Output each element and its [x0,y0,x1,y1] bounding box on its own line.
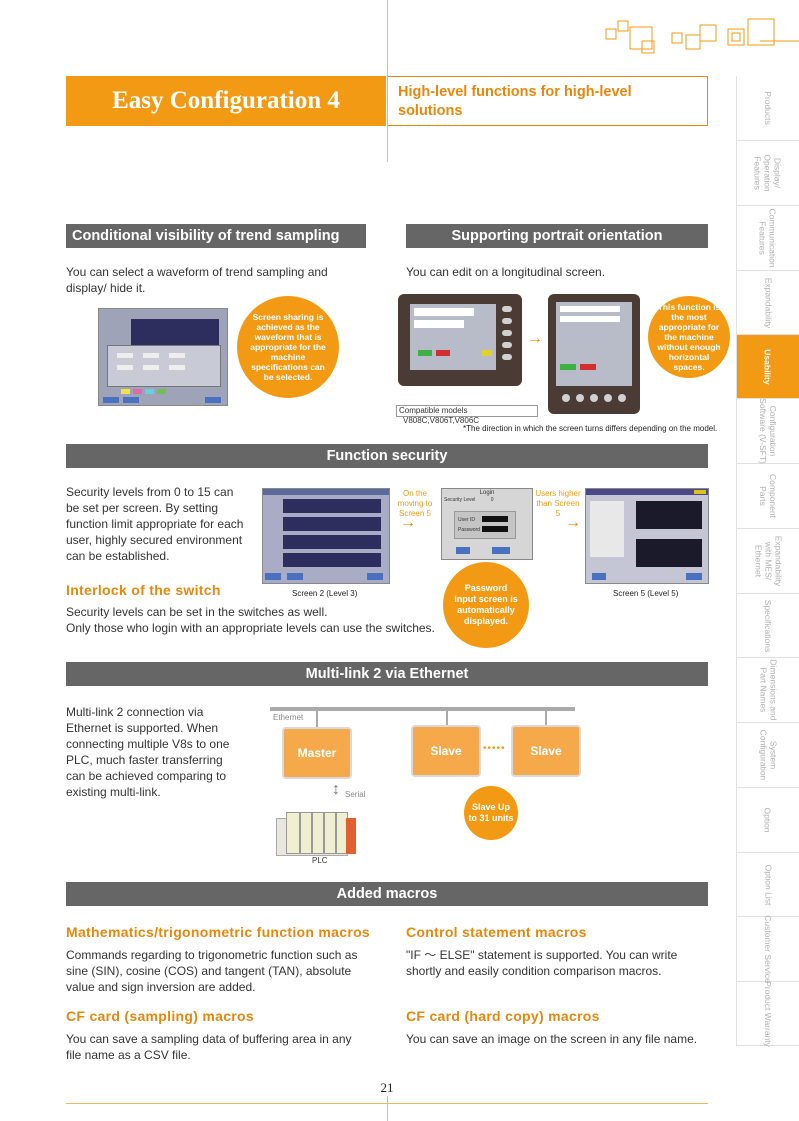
plc-image [276,808,358,856]
slave-dots: ••••• [483,743,506,754]
sidebar-tab-specifications[interactable]: Specifications [737,594,799,658]
portrait-text: You can edit on a longitudinal screen. [406,265,606,279]
security-heading: Function security [66,444,708,468]
slave2-device: Slave [511,725,581,777]
sidebar-tab-configuration-software[interactable]: Configuration Software (V-SFT) [737,398,799,464]
master-device: Master [282,727,352,779]
login-user-label: User ID [458,517,475,523]
control-macros-heading: Control statement macros [406,924,587,940]
compatible-models-box: Compatible models V808C,V806T,V806C [396,405,538,425]
sidebar-tab-expandability[interactable]: Expandability [737,271,799,335]
security-badge: Password input screen is automatically d… [443,562,529,648]
trend-text: You can select a waveform of trend sampl… [66,265,328,295]
sidebar-tab-communication[interactable]: Communication Features [737,206,799,271]
multilink-heading: Multi-link 2 via Ethernet [66,662,708,686]
portrait-heading: Supporting portrait orientation [406,224,708,248]
page-title: Easy Configuration 4 [66,76,386,126]
screen2-image [262,488,390,584]
login-level-label: Security Level [444,497,476,503]
multilink-text: Multi-link 2 connection via Ethernet is … [66,705,230,799]
math-macros-heading: Mathematics/trigonometric function macro… [66,924,371,940]
compatible-models-value: V808C,V806T,V806C [403,416,480,425]
sidebar-tab-mes-ethernet[interactable]: Expandability with MES/ Ethernet [737,529,799,594]
sidebar-tab-option-list[interactable]: Option List [737,853,799,917]
sidebar-tab-customer-service[interactable]: Customer Service [737,915,799,983]
page-number: 21 [380,1080,394,1095]
sidebar [736,76,799,1046]
trend-heading: Conditional visibility of trend sampling… [66,224,366,268]
portrait-arrow-icon: → [527,330,543,347]
footer-vline [387,1096,388,1121]
header-divider-line [387,0,388,162]
login-level-value: 0 [490,497,494,503]
portrait-device-image [548,294,640,414]
interlock-text-1: Security levels can be set in the switch… [66,605,328,619]
login-title: Login [479,490,495,496]
cf-hardcopy-heading: CF card (hard copy) macros [406,1008,600,1024]
ethernet-line [270,707,575,711]
cf-sampling-text: You can save a sampling data of bufferin… [66,1032,352,1062]
security-text: Security levels from 0 to 15 can be set … [66,485,244,563]
control-macros-text: "IF ～ ELSE" statement is supported. You … [406,948,678,978]
sidebar-tab-system-configuration[interactable]: System Configuration [737,723,799,788]
cf-hardcopy-text: You can save an image on the screen in a… [406,1032,698,1046]
cf-sampling-heading: CF card (sampling) macros [66,1008,254,1024]
sidebar-tab-display[interactable]: Display/ Operation Features [737,141,799,206]
portrait-badge: This function is the most appropriate fo… [648,296,730,378]
sidebar-tab-component-parts[interactable]: Component Parts [737,464,799,529]
math-macros-text: Commands regarding to trigonometric func… [66,948,358,994]
page-subtitle: High-level functions for high-level solu… [388,76,708,126]
login-screen-image: Login Security Level 0 User ID Password [441,488,533,560]
sidebar-tab-product-warranty[interactable]: Product Warranty [737,981,799,1046]
arrow2-label: Users higher than Screen 5 [535,489,581,518]
compatible-models-label: Compatible models [399,406,468,415]
security-arrow1-icon: → [400,514,416,531]
login-pass-label: Password [458,527,480,533]
security-arrow2-icon: → [565,514,581,531]
screen5-caption: Screen 5 (Level 5) [613,589,679,598]
sidebar-tab-usability[interactable]: Usability [737,335,799,399]
interlock-heading: Interlock of the switch [66,582,221,598]
trend-screen-image [98,308,228,406]
ethernet-label: Ethernet [273,713,304,722]
serial-arrow-icon: ↕ [332,781,340,798]
decorative-squares [605,18,799,54]
sidebar-tab-products[interactable]: Products [737,76,799,141]
slave1-device: Slave [411,725,481,777]
multilink-badge: Slave Up to 31 units [464,786,518,840]
arrow1-label: On the moving to Screen 5 [397,489,433,518]
screen2-caption: Screen 2 (Level 3) [292,589,358,598]
portrait-note: *The direction in which the screen turns… [463,424,718,433]
sidebar-tab-dimensions[interactable]: Dimensions and Part Names [737,658,799,723]
sidebar-tab-option[interactable]: Option [737,788,799,853]
screen5-image [585,488,709,584]
plc-label: PLC [312,856,328,865]
interlock-text-2: Only those who login with an appropriate… [66,621,435,635]
landscape-device-image [398,294,522,386]
trend-badge: Screen sharing is achieved as the wavefo… [237,296,339,398]
macros-heading: Added macros [66,882,708,906]
serial-label: Serial [345,790,366,799]
